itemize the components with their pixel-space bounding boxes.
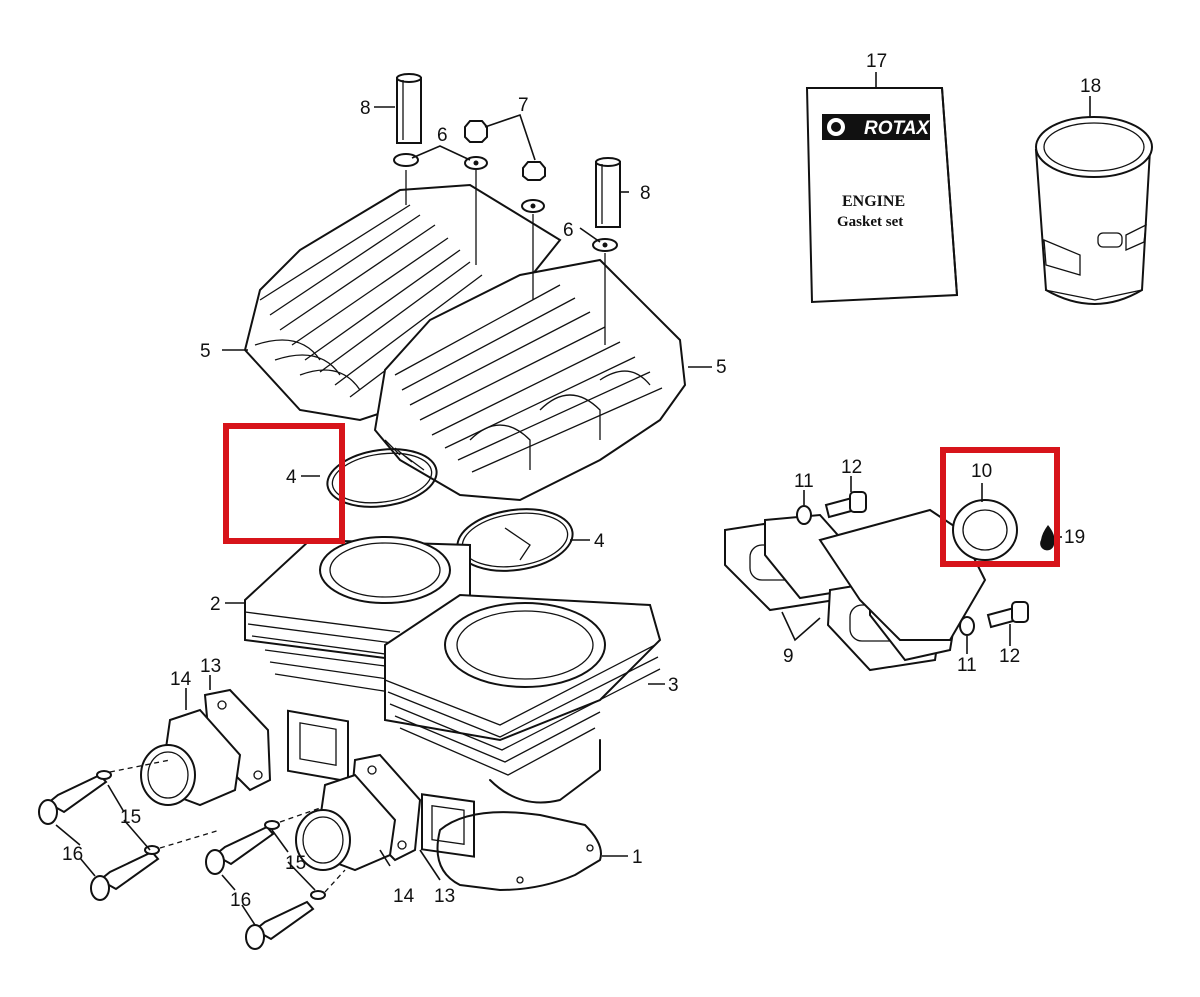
callout-14-left: 14 [170, 669, 192, 690]
cylinder-right [384, 593, 662, 858]
callout-3: 3 [668, 675, 679, 696]
cylinder-head-right [373, 258, 687, 502]
callout-15-right: 15 [285, 853, 306, 874]
callout-9: 9 [783, 646, 794, 667]
callout-5-right: 5 [716, 357, 727, 378]
callout-18: 18 [1080, 76, 1101, 97]
callout-14-right: 14 [393, 886, 415, 907]
callout-17: 17 [866, 51, 887, 72]
base-gasket [436, 811, 602, 891]
cylinder-sleeve [1034, 116, 1153, 305]
exhaust-bolts [796, 491, 1029, 636]
stud-right [595, 157, 621, 228]
callout-6-top: 6 [437, 125, 448, 146]
callout-4-left: 4 [286, 467, 297, 488]
highlight-box-head-gasket [223, 423, 345, 544]
callout-2: 2 [210, 594, 221, 615]
sealant-drop-icon [1040, 525, 1055, 551]
callout-4-right: 4 [594, 531, 605, 552]
callout-11-top: 11 [794, 471, 814, 492]
stud-left [396, 73, 422, 144]
gasket-box-line2: Gasket set [837, 214, 903, 230]
callout-15-left: 15 [120, 807, 141, 828]
gasket-box-brand: ROTAX [864, 118, 930, 139]
callout-13-right: 13 [434, 886, 455, 907]
leader-lines [55, 72, 1091, 926]
callout-10: 10 [971, 461, 992, 482]
callout-1: 1 [632, 847, 643, 868]
intake-socket-left [140, 688, 272, 807]
head-gasket-left [326, 448, 438, 508]
cylinder-head-left [243, 183, 562, 422]
callout-12-top: 12 [841, 457, 862, 478]
callout-8-left: 8 [360, 98, 371, 119]
gasket-set-box [805, 87, 959, 304]
intake-socket-right [295, 753, 422, 872]
callout-8-right: 8 [640, 183, 651, 204]
callout-12-bottom: 12 [999, 646, 1020, 667]
callout-16-right: 16 [230, 890, 251, 911]
head-gasket-right [456, 508, 574, 572]
callout-7: 7 [518, 95, 529, 116]
gasket-box-line1: ENGINE [842, 193, 905, 210]
callout-19: 19 [1064, 527, 1085, 548]
callout-16-left: 16 [62, 844, 83, 865]
callout-6-mid: 6 [563, 220, 574, 241]
callout-5-left: 5 [200, 341, 211, 362]
highlight-box-exhaust-socket [940, 447, 1060, 567]
screws-and-washers [38, 759, 346, 950]
washers-and-nuts [393, 120, 618, 345]
callout-11-bottom: 11 [957, 655, 977, 676]
callout-13-left: 13 [200, 656, 221, 677]
